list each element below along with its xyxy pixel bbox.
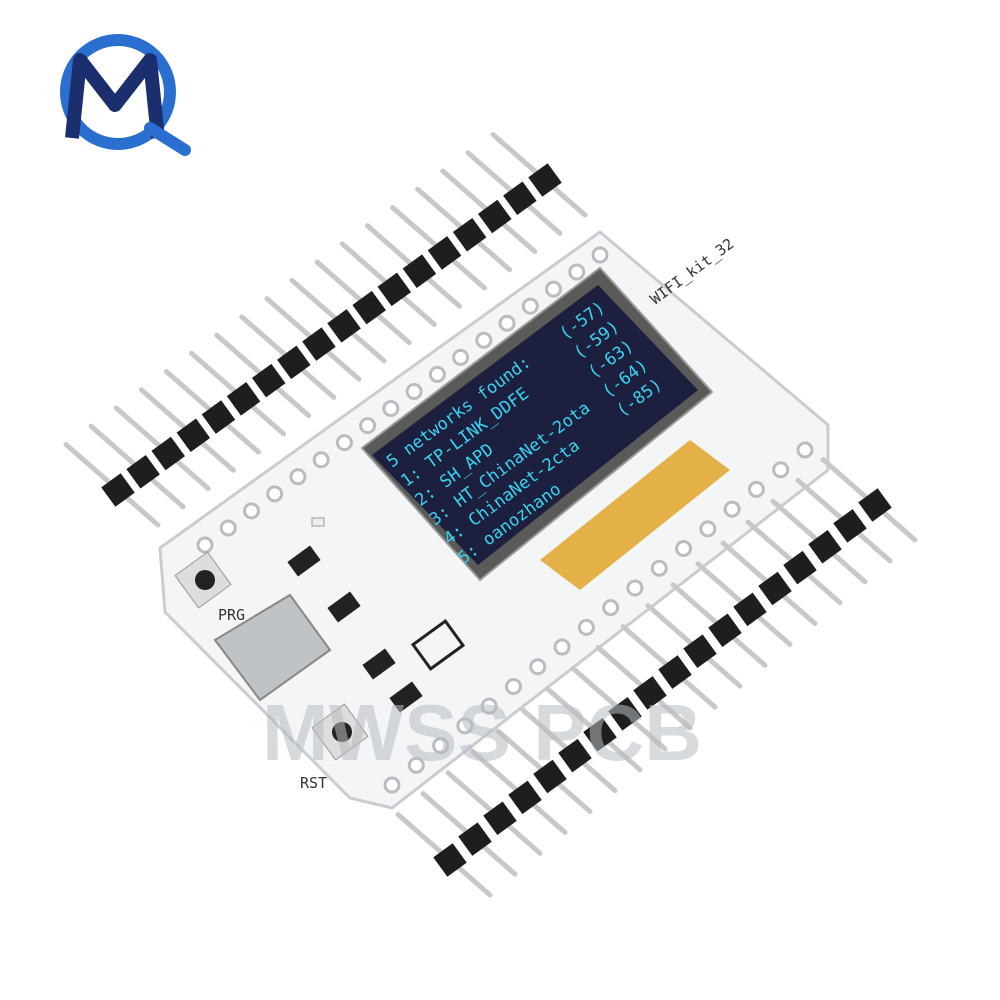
pin-hole [432,737,450,755]
header-block [528,163,562,197]
logo-stars [97,125,123,133]
header-block [377,272,412,307]
header-block [483,801,517,835]
header-block [783,550,817,585]
pin-hole [335,434,353,452]
header-block [478,199,512,234]
pin-hole [383,776,401,794]
header-block [126,455,160,489]
header-block [758,571,792,606]
pin-holes [196,246,814,794]
pin-hole [626,579,644,597]
header-block [633,676,667,710]
header-block [533,759,567,794]
pin-hole [577,618,595,636]
header-block [176,418,211,453]
header-block [558,738,592,773]
pin-hole [452,348,470,366]
header-block [327,309,361,343]
pin-hole [498,314,516,332]
prg-label: PRG [218,606,245,624]
pin-hole [359,417,377,435]
header-block [201,400,236,434]
pin-header-bottom [395,457,918,898]
pin-hole [407,756,425,774]
header-block [226,382,261,416]
pin-hole [650,559,668,577]
rst-label: RST [300,774,327,792]
pin-hole [553,638,571,656]
pin-hole [723,500,741,518]
brand-logo [60,34,191,156]
header-block [277,345,311,380]
pin-hole [568,263,586,281]
pin-header-top [63,132,588,528]
prg-button: PRG [174,551,245,624]
header-block [708,613,742,648]
header-block [251,363,286,398]
header-block [101,473,135,507]
header-block [503,181,537,215]
pin-hole [196,536,214,554]
header-block [658,655,692,689]
pin-hole [242,502,260,520]
header-block [833,509,867,543]
pin-hole [289,468,307,486]
header-block [808,530,842,564]
pin-hole [428,365,446,383]
watermark: MWSS PCB [262,688,702,777]
pin-hole [521,297,539,315]
pin-hole [675,540,693,558]
board-label: WIFI_kit_32 [647,235,738,309]
header-block [402,254,437,288]
header-block [302,327,336,361]
pin-hole [602,599,620,617]
pin-hole [504,677,522,695]
pin-hole [591,246,609,264]
header-block [433,843,467,877]
header-block [683,634,717,668]
header-block [352,290,386,325]
header-block [427,236,462,270]
pin-hole [796,441,814,459]
rst-button: RST [300,703,369,792]
header-block [858,488,892,522]
header-block [733,592,767,627]
header-block [458,822,492,856]
flex-cable [540,440,730,590]
pin-hole [266,485,284,503]
pin-hole [772,461,790,479]
header-block [583,717,617,752]
smd-components [287,517,466,713]
header-block [151,436,185,471]
pin-hole [699,520,717,538]
pin-hole [219,519,237,537]
pin-hole [747,480,765,498]
pin-hole [405,382,423,400]
pin-hole [529,658,547,676]
pin-hole [312,451,330,469]
micro-usb-port [213,593,332,702]
header-block [608,697,642,731]
pin-hole [475,331,493,349]
pin-hole [456,717,474,735]
header-block [508,780,542,815]
pin-hole [480,697,498,715]
pin-hole [382,400,400,418]
oled-screen [372,285,698,565]
pin-hole [545,280,563,298]
header-block [452,217,487,252]
